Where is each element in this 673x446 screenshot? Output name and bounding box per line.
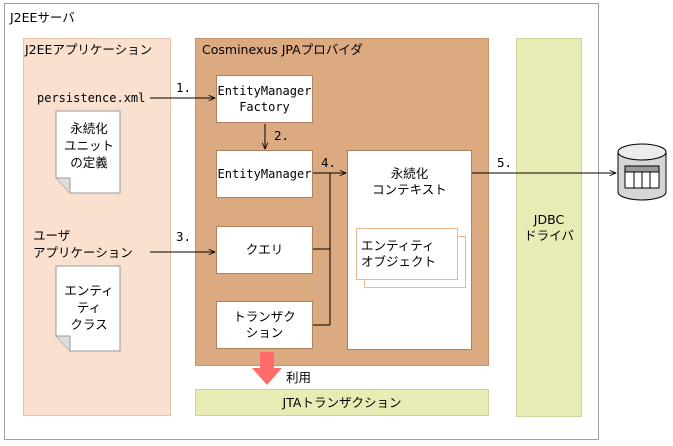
step-4-label: 4. <box>321 155 337 170</box>
step-5-label: 5. <box>497 155 513 170</box>
database-icon <box>617 143 667 201</box>
context-label-line1: 永続化 <box>390 166 429 181</box>
jdbc-label-line2: ドライバ <box>524 228 574 243</box>
em-label: EntityManager <box>217 167 312 181</box>
transaction-label-line2: ション <box>245 325 284 340</box>
context-label-line2: コンテキスト <box>372 182 447 197</box>
emf-label-line2: Factory <box>239 100 290 114</box>
persistence-unit-document-icon <box>55 110 121 194</box>
entity-doc-line3: クラス <box>70 317 108 332</box>
jpa-provider-title: Cosminexus JPAプロバイダ <box>202 42 363 57</box>
step-2-label: 2. <box>274 128 290 143</box>
arrow-step-4 <box>313 173 346 326</box>
user-app-label-line2: アプリケーション <box>33 245 133 260</box>
entity-object-label-line1: エンティティ <box>361 238 435 253</box>
entity-doc-line1: エンティ <box>64 283 114 298</box>
emf-label-line1: EntityManager <box>217 84 312 98</box>
jdbc-label-line1: JDBC <box>533 212 565 227</box>
persistence-doc-line1: 永続化 <box>70 121 108 136</box>
query-box: クエリ <box>216 226 313 274</box>
persistence-doc-line3: の定義 <box>70 155 108 170</box>
persistence-doc-line2: ユニット <box>63 138 114 153</box>
entity-object-label-line2: オブジェクト <box>361 254 437 269</box>
j2ee-server-title: J2EEサーバ <box>10 10 75 25</box>
entity-object-card-front <box>356 228 458 280</box>
entity-doc-line2: ティ <box>76 300 102 315</box>
jta-transaction-bar <box>195 389 489 416</box>
persistence-xml-label: persistence.xml <box>37 91 146 105</box>
entity-class-document-icon <box>55 265 121 352</box>
use-label: 利用 <box>286 370 312 385</box>
transaction-label-line1: トランザク <box>233 309 296 324</box>
j2ee-application-panel <box>23 38 171 416</box>
entity-manager-factory-box: EntityManager Factory <box>216 75 313 123</box>
entity-manager-box: EntityManager <box>216 150 313 198</box>
j2ee-application-title: J2EEアプリケーション <box>25 42 153 57</box>
jdbc-driver-panel <box>516 38 582 417</box>
step-1-label: 1. <box>176 80 192 95</box>
step-3-label: 3. <box>176 229 192 244</box>
user-app-label-line1: ユーザ <box>33 228 71 243</box>
query-label: クエリ <box>245 242 284 257</box>
jta-transaction-label: JTAトランザクション <box>282 395 402 410</box>
transaction-box: トランザク ション <box>216 301 313 349</box>
use-arrow <box>252 352 282 385</box>
